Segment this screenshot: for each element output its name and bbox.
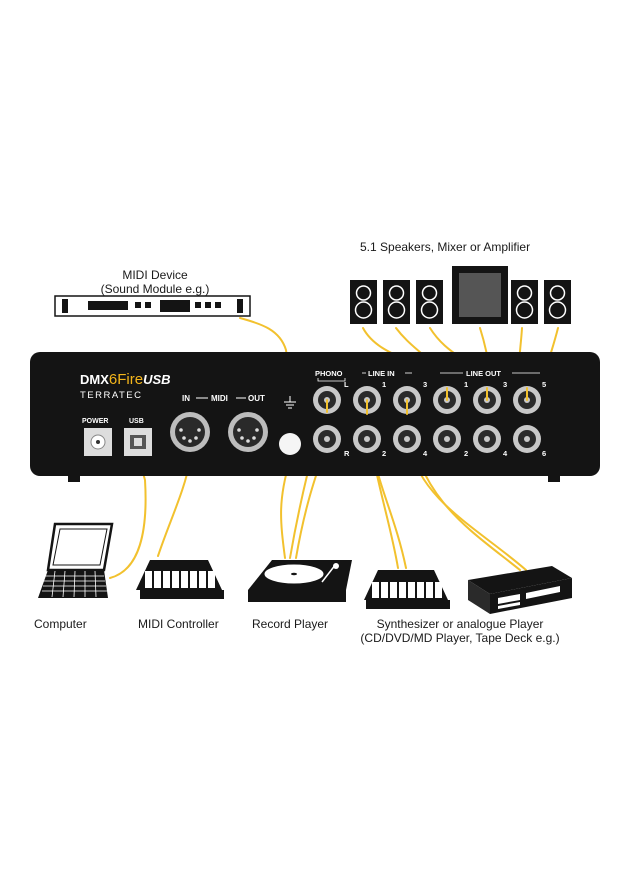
speaker-5: [511, 280, 538, 324]
label-line-out-6: 6: [542, 449, 546, 458]
ground-terminal: [279, 433, 301, 455]
label-line-out-1: 1: [464, 380, 468, 389]
brand-logo: DMX6FireUSB: [80, 371, 171, 388]
midi-device-caption-line2: (Sound Module e.g.): [100, 282, 210, 296]
midi-controller-illustration: [136, 560, 224, 599]
ground-icon: [284, 396, 296, 409]
dmx6fire-interface: DMX6FireUSB TERRATEC POWER USB IN MIDI O…: [30, 352, 600, 482]
midi-device-caption-line1: MIDI Device: [122, 268, 188, 282]
label-line-in-3: 3: [423, 380, 427, 389]
speakers-illustration: [350, 266, 571, 324]
speaker-3: [416, 280, 443, 324]
speaker-2: [383, 280, 410, 324]
label-line-out-5: 5: [542, 380, 546, 389]
computer-caption: Computer: [34, 617, 87, 631]
label-line-out-2: 2: [464, 449, 468, 458]
subwoofer: [452, 266, 508, 324]
midi-controller-caption: MIDI Controller: [138, 617, 219, 631]
label-line-out-3: 3: [503, 380, 507, 389]
midi-device-illustration: [54, 295, 251, 317]
label-line-out-4: 4: [503, 449, 508, 458]
label-phono-l: L: [344, 380, 349, 389]
record-player-caption: Record Player: [252, 617, 329, 631]
line-out-label: LINE OUT: [466, 369, 501, 378]
cable-computer-usb: [109, 461, 147, 579]
label-line-in-4: 4: [423, 449, 428, 458]
cd-player-illustration: [468, 566, 572, 614]
laptop-illustration: [38, 522, 114, 598]
record-player-illustration: [248, 560, 352, 602]
power-label: POWER: [82, 418, 108, 425]
usb-label: USB: [129, 418, 144, 425]
rca-jacks-bottom: [313, 425, 541, 453]
midi-label: MIDI: [211, 394, 228, 403]
speakers-caption: 5.1 Speakers, Mixer or Amplifier: [360, 240, 531, 254]
line-in-label: LINE IN: [368, 369, 395, 378]
cable-ends: [326, 387, 528, 415]
speaker-6: [544, 280, 571, 324]
midi-out-label: OUT: [248, 394, 265, 403]
label-phono-r: R: [344, 449, 350, 458]
midi-in-label: IN: [182, 394, 190, 403]
midi-out-port: [228, 412, 268, 452]
label-line-in-1: 1: [382, 380, 386, 389]
phono-label: PHONO: [315, 369, 343, 378]
synthesizer-illustration: [364, 570, 450, 609]
synth-caption-line2: (CD/DVD/MD Player, Tape Deck e.g.): [360, 631, 560, 645]
maker-label: TERRATEC: [80, 390, 143, 401]
synth-caption-line1: Synthesizer or analogue Player: [376, 617, 544, 631]
speaker-1: [350, 280, 377, 324]
label-line-in-2: 2: [382, 449, 386, 458]
midi-in-port: [170, 412, 210, 452]
